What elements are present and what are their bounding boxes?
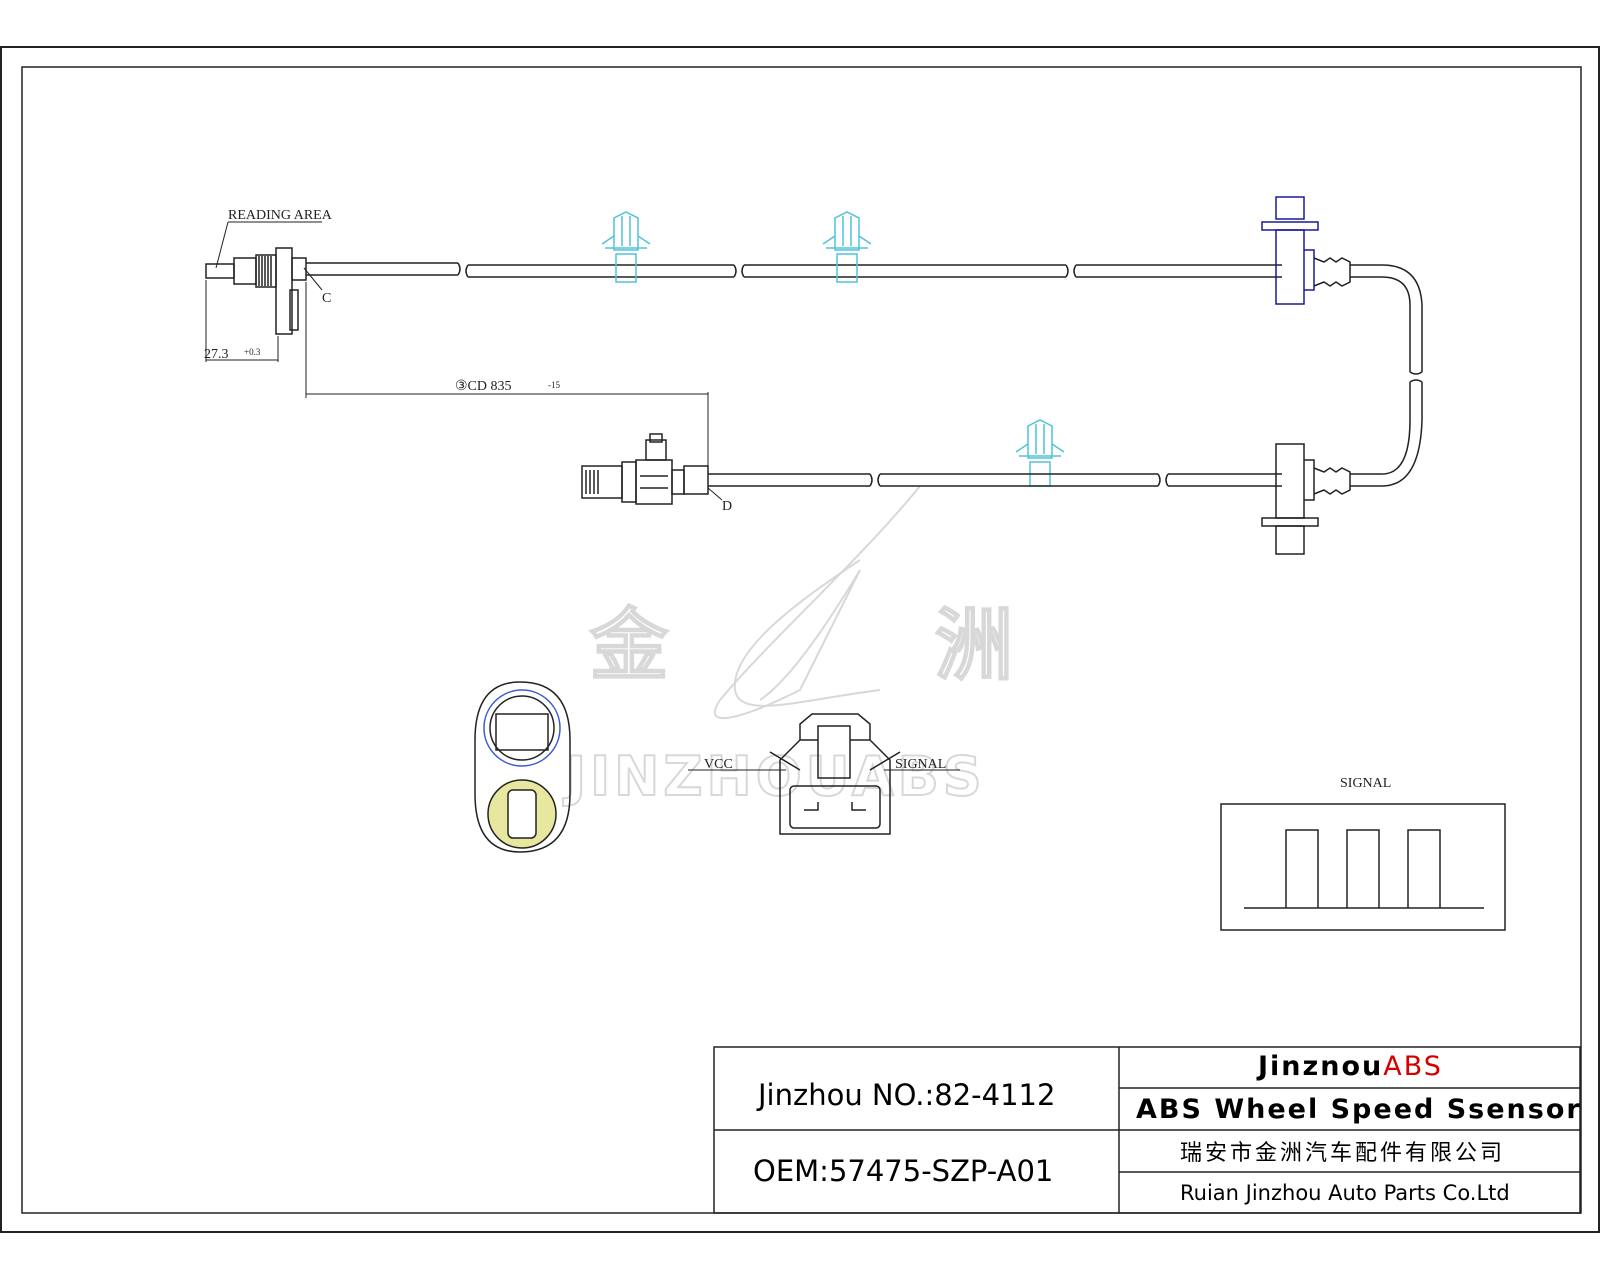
signal-title: SIGNAL [1340, 776, 1391, 791]
brand-name: JinznouABS [1256, 1051, 1443, 1082]
connector-face [769, 713, 901, 835]
signal-pulse [1285, 829, 1319, 908]
watermark-logo [713, 485, 921, 720]
vcc-label: VCC [704, 757, 733, 772]
dim-27 [205, 280, 279, 362]
dim-cd-tolerance: -15 [548, 380, 560, 390]
company-en: Ruian Jinzhou Auto Parts Co.Ltd [1180, 1181, 1510, 1205]
product-name: ABS Wheel Speed Ssensor [1136, 1094, 1582, 1125]
inner-border [21, 66, 1582, 1214]
signal-pulse [1346, 829, 1380, 908]
cable-clip-2 [822, 211, 872, 283]
signal-waveform [1244, 829, 1484, 909]
signal-pulse [1407, 829, 1441, 908]
lower-cable [708, 473, 1282, 487]
company-cn: 瑞安市金洲汽车配件有限公司 [1180, 1141, 1505, 1166]
grommet-lower [1261, 443, 1382, 555]
upper-cable [306, 262, 1282, 278]
title-block [713, 1046, 1581, 1214]
point-c-label: C [322, 291, 331, 306]
point-d-leader [707, 487, 723, 501]
brand-suffix: ABS [1383, 1051, 1443, 1082]
cable-clip-1 [601, 211, 651, 283]
grommet-upper [1261, 196, 1319, 305]
brand-prefix: Jinznou [1256, 1051, 1383, 1082]
connector-end [581, 433, 709, 505]
reading-area-label: READING AREA [228, 208, 333, 223]
watermark: 金 洲 JINZHOUABS [561, 485, 1014, 809]
point-d-label: D [722, 499, 732, 514]
signal-pin-label: SIGNAL [895, 757, 946, 772]
reading-area-leader [215, 221, 322, 269]
dim-cd-label: ③CD 835 [455, 379, 512, 394]
cable-clip-3 [1015, 419, 1065, 487]
watermark-cn-left: 金 [589, 601, 669, 691]
dim-27-tolerance: +0.3 [244, 347, 261, 357]
boot-upper [1313, 257, 1423, 487]
point-c-leader [303, 267, 323, 291]
dim-27-label: 27.3 [204, 347, 229, 362]
signal-box [1220, 803, 1506, 931]
sensor-head [205, 247, 307, 335]
oem-number: OEM:57475-SZP-A01 [753, 1154, 1053, 1188]
outer-border [0, 46, 1600, 1233]
sensor-end-view [474, 681, 571, 853]
watermark-cn-right: 洲 [935, 601, 1013, 691]
watermark-en: JINZHOUABS [562, 745, 986, 808]
jinzhou-number: Jinzhou NO.:82-4112 [756, 1078, 1055, 1112]
